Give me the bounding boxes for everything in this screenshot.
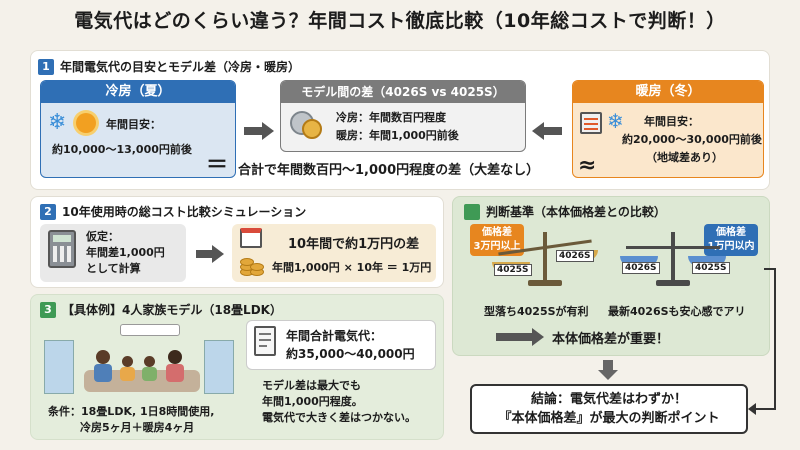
left-pan-label-a: 4025S [494, 264, 532, 276]
scale-right-icon [618, 226, 728, 288]
down-arrow-icon [603, 360, 613, 372]
heating-line2: 約20,000〜30,000円前後 [622, 133, 762, 146]
section-3-header: 3 【具体例】4人家族モデル（18畳LDK） [40, 301, 282, 318]
total-cost-label: 年間合計電気代： [286, 329, 383, 343]
section-title: 年間電気代の目安とモデル差（冷房・暖房） [60, 60, 301, 74]
criteria-panel [452, 196, 770, 356]
model-diff-line2: 暖房：年間1,000円前後 [336, 129, 459, 142]
condition-line2: 冷房5ヶ月＋暖房4ヶ月 [80, 421, 195, 434]
note-line3: 電気代で大きく差はつかない。 [262, 411, 416, 424]
right-caption: 最新4026Sも安心感でアリ [608, 305, 746, 318]
heating-line3: （地域差あり） [646, 151, 723, 164]
criteria-header: 判断基準（本体価格差との比較） [464, 203, 666, 220]
connector-line [764, 268, 776, 270]
tag-line1: 価格差 [716, 227, 746, 238]
section-number: 2 [40, 203, 56, 220]
note-line2: 年間1,000円程度。 [262, 395, 363, 408]
summary-text: 合計で年間数百円〜1,000円程度の差（大差なし） [238, 163, 540, 178]
connector-line [756, 408, 776, 410]
cooling-line1: 年間目安： [106, 118, 161, 131]
heating-line1: 年間目安： [644, 115, 699, 128]
right-pan-label-b: 4025S [692, 262, 730, 274]
result-text: 10年間で約1万円の差 [288, 237, 420, 252]
heater-icon [580, 112, 602, 134]
arrow-left-icon [532, 122, 544, 140]
tag-line2: 3万円以上 [473, 241, 521, 252]
section-title: 【具体例】4人家族モデル（18畳LDK） [62, 303, 282, 317]
heating-box: 暖房（冬） [572, 80, 764, 178]
conclusion-box: 結論：電気代差はわずか！ 『本体価格差』が最大の判断ポイント [470, 384, 748, 434]
assumption-line1: 仮定： [86, 230, 119, 243]
key-arrow-icon [532, 328, 544, 346]
connector-arrow-icon [748, 403, 756, 415]
conclusion-line2: 『本体価格差』が最大の判断ポイント [498, 411, 720, 426]
snowflake-icon: ❄ [607, 109, 624, 133]
snowflake-icon: ❄ [48, 110, 67, 135]
arrow-right-icon [262, 122, 274, 140]
formula-text: 年間1,000円 × 10年 ＝ 1万円 [272, 261, 432, 274]
right-pan-label-a: 4026S [622, 262, 660, 274]
left-caption: 型落ち4025Sが有利 [484, 305, 589, 318]
result-box [232, 224, 436, 282]
tag-line2: 1万円以内 [707, 241, 755, 252]
criteria-marker [464, 203, 480, 220]
sun-icon [76, 113, 96, 133]
key-point-text: 本体価格差が重要！ [552, 332, 670, 347]
section-2-header: 2 10年使用時の総コスト比較シミュレーション [40, 203, 306, 220]
cooling-box: 冷房（夏） [40, 80, 236, 178]
calculator-icon [48, 230, 76, 268]
coins-icon [290, 109, 322, 141]
total-cost-box [246, 320, 436, 370]
equals-sign: ＝ [206, 153, 229, 178]
calendar-icon [240, 228, 262, 248]
down-arrow-head [598, 370, 618, 380]
section-title: 10年使用時の総コスト比較シミュレーション [62, 205, 307, 219]
section-number: 1 [38, 58, 54, 75]
tag-line1: 価格差 [482, 227, 512, 238]
conclusion-line1: 結論：電気代差はわずか！ [530, 392, 687, 407]
arrow-right-shaft [196, 250, 212, 258]
note-line1: モデル差は最大でも [262, 379, 361, 392]
heating-header: 暖房（冬） [573, 81, 763, 103]
document-icon [254, 326, 276, 356]
total-cost-value: 約35,000〜40,000円 [286, 347, 415, 361]
assumption-line3: として計算 [86, 262, 141, 275]
cooling-header: 冷房（夏） [41, 81, 235, 103]
page-title: 電気代はどのくらい違う？年間コスト徹底比較（10年総コストで判断！） [74, 10, 726, 32]
cooling-line2: 約10,000〜13,000円前後 [52, 143, 192, 156]
approx-sign: ≈ [578, 153, 597, 178]
condition-line1: 条件：18畳LDK, 1日8時間使用, [48, 405, 215, 418]
assumption-line2: 年間差1,000円 [86, 246, 165, 259]
section-number: 3 [40, 301, 56, 318]
section-1-header: 1 年間電気代の目安とモデル差（冷房・暖房） [38, 58, 300, 75]
left-pan-label-b: 4026S [556, 250, 594, 262]
right-price-tag: 価格差 1万円以内 [704, 224, 758, 256]
model-diff-box: モデル間の差（4026S vs 4025S） [280, 80, 526, 152]
coins-icon [240, 252, 266, 278]
arrow-right-shaft [244, 127, 262, 135]
arrow-left-shaft [544, 127, 562, 135]
model-diff-line1: 冷房：年間数百円程度 [336, 111, 446, 124]
model-diff-header: モデル間の差（4026S vs 4025S） [281, 81, 525, 103]
key-arrow-shaft [496, 333, 532, 341]
criteria-title: 判断基準（本体価格差との比較） [486, 205, 666, 219]
family-living-room-illustration [44, 320, 234, 396]
arrow-right-icon [212, 245, 224, 263]
connector-line [774, 268, 776, 410]
